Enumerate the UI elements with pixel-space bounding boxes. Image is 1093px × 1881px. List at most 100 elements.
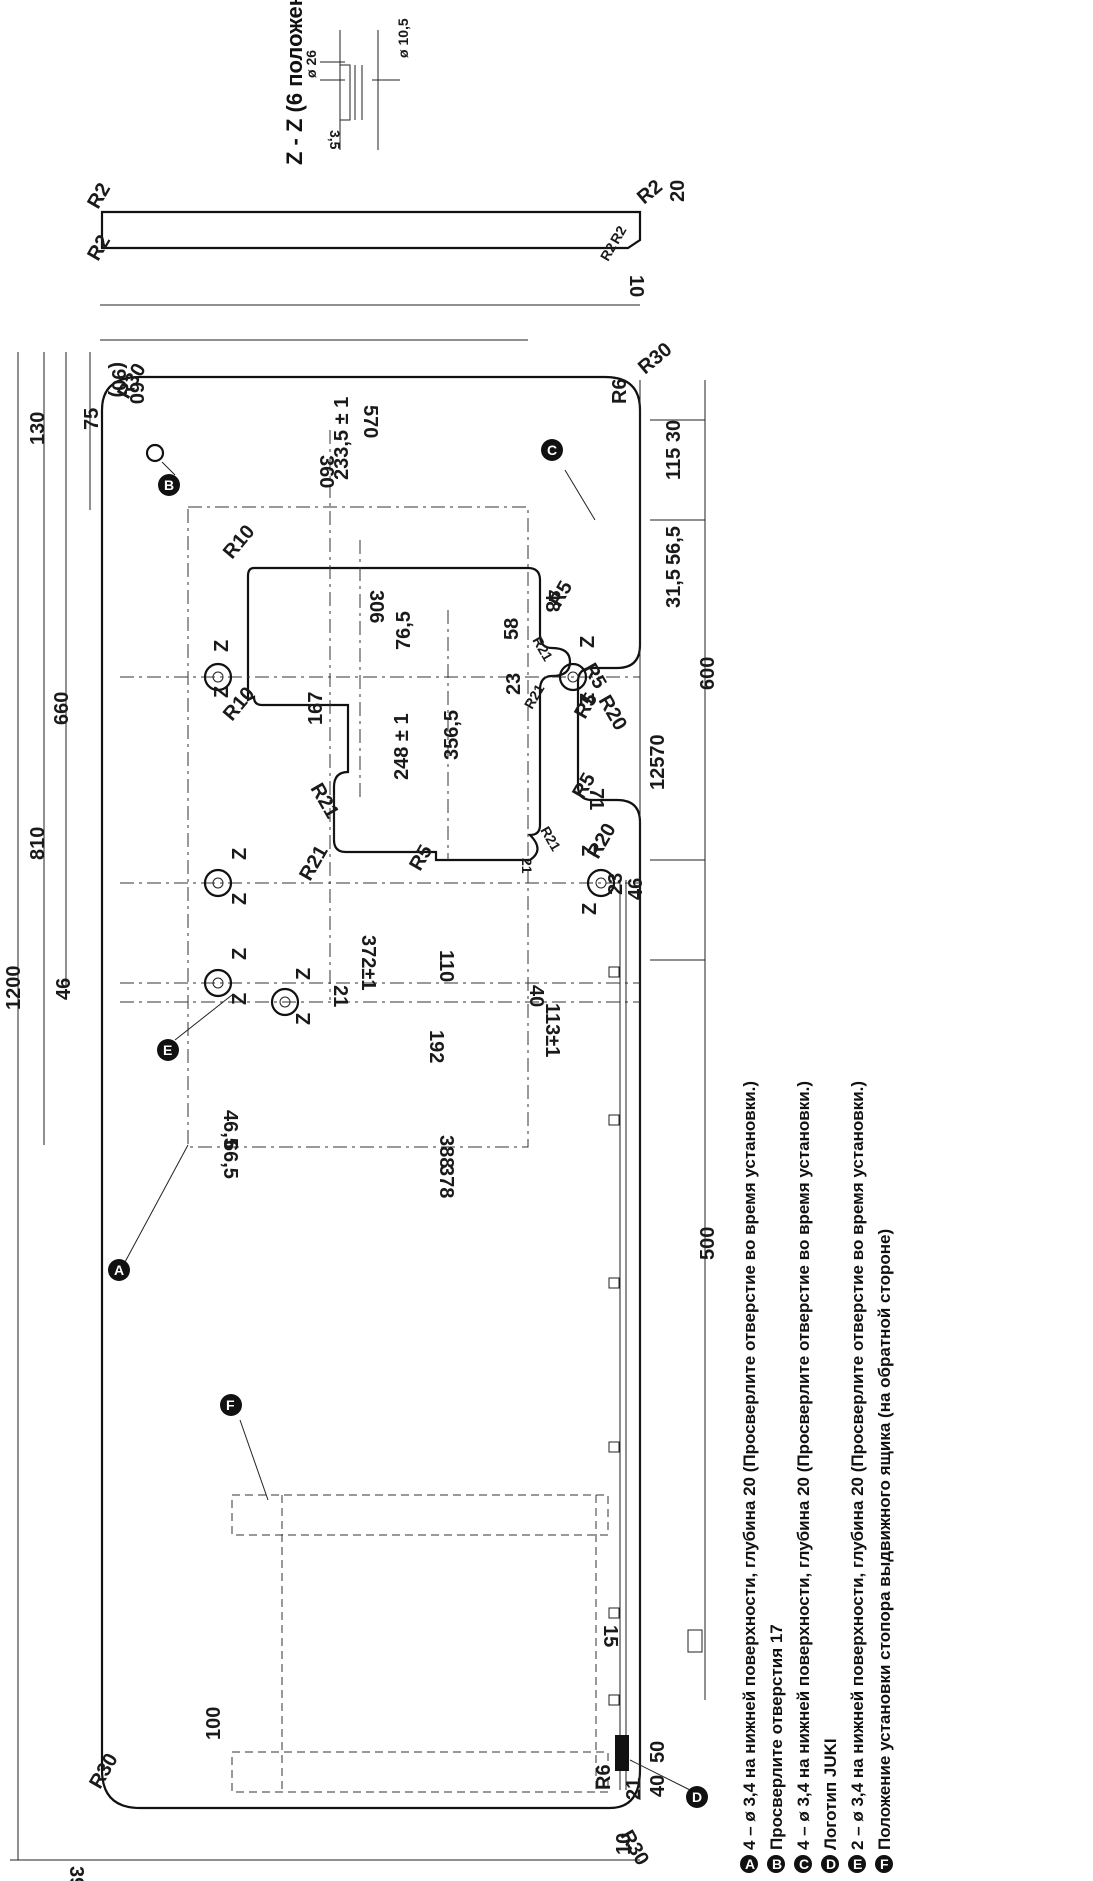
dim-306: 306 xyxy=(365,590,387,623)
svg-text:D: D xyxy=(692,1789,702,1805)
dim-75: 75 xyxy=(81,408,103,430)
svg-text:Z: Z xyxy=(579,903,601,915)
legend-item-b: B Просверлите отверстия 17 xyxy=(767,1624,786,1873)
svg-text:Z: Z xyxy=(229,848,251,860)
svg-text:4 – ø 3,4 на нижней поверхност: 4 – ø 3,4 на нижней поверхности, глубина… xyxy=(740,1081,759,1850)
dim-71: 71 xyxy=(585,788,607,810)
radius-r21-a: R21 xyxy=(306,780,343,823)
svg-text:Просверлите отверстия 17: Просверлите отверстия 17 xyxy=(767,1624,786,1850)
dim-360: 360 xyxy=(315,455,337,488)
legend-item-e: E 2 – ø 3,4 на нижней поверхности, глуби… xyxy=(848,1081,867,1873)
svg-text:B: B xyxy=(772,1856,782,1872)
svg-text:Положение установки стопора вы: Положение установки стопора выдвижного я… xyxy=(875,1229,894,1850)
dimension-lines xyxy=(10,304,706,1861)
svg-text:Z: Z xyxy=(211,640,233,652)
slide-rail xyxy=(608,880,627,1790)
legend-item-c: C 4 – ø 3,4 на нижней поверхности, глуби… xyxy=(794,1081,813,1873)
radius-r6-tr: R6 xyxy=(609,378,631,404)
svg-text:A: A xyxy=(114,1262,124,1278)
radius-r30-bl: R30 xyxy=(85,1750,122,1793)
center-ref-rect xyxy=(187,506,529,1148)
svg-text:C: C xyxy=(799,1856,809,1872)
dim-10b: 10 xyxy=(625,275,647,297)
svg-text:D: D xyxy=(826,1856,836,1872)
legend-item-f: F Положение установки стопора выдвижного… xyxy=(875,1229,894,1873)
svg-text:Z: Z xyxy=(577,636,599,648)
dim-21b: 21 xyxy=(329,985,351,1007)
legend-item-a: A 4 – ø 3,4 на нижней поверхности, глуби… xyxy=(740,1081,759,1873)
hole-z3 xyxy=(203,968,233,998)
dim-76-5: 76,5 xyxy=(393,611,415,650)
dim-56-5: 56,5 xyxy=(663,526,685,565)
hole-b xyxy=(145,443,165,463)
svg-text:Z: Z xyxy=(293,1013,315,1025)
svg-text:E: E xyxy=(163,1042,172,1058)
dim-60: 60 xyxy=(125,382,147,404)
dim-46: 46 xyxy=(53,978,75,1000)
dim-46-5: 46,5 xyxy=(219,1110,241,1149)
dim-390: 390 xyxy=(65,1866,87,1881)
dim-248: 248 ± 1 xyxy=(391,713,413,780)
svg-text:Z: Z xyxy=(579,845,601,857)
svg-text:4 – ø 3,4 на нижней поверхност: 4 – ø 3,4 на нижней поверхности, глубина… xyxy=(794,1081,813,1850)
dim-10: 10 xyxy=(613,1833,635,1855)
callout-c: C xyxy=(541,439,563,461)
hole-z6 xyxy=(586,868,616,898)
radius-r20-a: R20 xyxy=(594,692,631,735)
hole-z4 xyxy=(270,987,300,1017)
radius-r2-c: R2 xyxy=(633,176,667,209)
radius-r5-b: R5 xyxy=(579,660,611,693)
svg-text:F: F xyxy=(226,1397,235,1413)
radius-r2-a: R2 xyxy=(83,179,115,212)
legend: A 4 – ø 3,4 на нижней поверхности, глуби… xyxy=(740,1081,894,1873)
dim-110: 110 xyxy=(435,950,457,982)
section-depth: 3,5 xyxy=(327,130,343,150)
radius-r5-e: R5 xyxy=(405,841,437,874)
dim-660: 660 xyxy=(51,692,73,725)
dim-378: 378 xyxy=(435,1165,457,1198)
callout-d: D xyxy=(686,1786,708,1808)
section-title: Z - Z (6 положений) xyxy=(282,0,307,165)
center-cutout xyxy=(246,566,572,862)
dim-46b: 46 xyxy=(625,878,647,900)
radius-r21-e: R21 xyxy=(537,824,564,854)
dim-21: 21 xyxy=(623,1778,645,1800)
svg-text:Z: Z xyxy=(211,686,233,698)
svg-text:2 – ø 3,4 на нижней поверхност: 2 – ø 3,4 на нижней поверхности, глубина… xyxy=(848,1081,867,1850)
radius-r2-e: R2 xyxy=(597,240,620,264)
section-d26: ø 26 xyxy=(303,50,319,78)
svg-text:F: F xyxy=(880,1856,889,1872)
dim-15: 15 xyxy=(599,1625,621,1647)
svg-text:E: E xyxy=(853,1856,862,1872)
dim-500: 500 xyxy=(697,1227,719,1260)
svg-text:Логотип JUKI: Логотип JUKI xyxy=(821,1738,840,1850)
dim-356-5: 356,5 xyxy=(441,710,463,760)
hole-z2 xyxy=(203,868,233,898)
dim-167: 167 xyxy=(305,692,327,725)
drawer-ref-top xyxy=(231,1494,609,1536)
svg-text:Z: Z xyxy=(229,948,251,960)
dim-600: 600 xyxy=(697,657,719,690)
legend-item-d: D Логотип JUKI xyxy=(821,1738,840,1873)
hole-z1 xyxy=(203,662,233,692)
drawer-ref-bottom xyxy=(231,1751,609,1793)
radius-r21-c: R21 xyxy=(529,634,556,664)
callout-a: A xyxy=(108,1259,130,1281)
svg-text:Z: Z xyxy=(577,693,599,705)
svg-text:Z: Z xyxy=(293,968,315,980)
dim-20: 20 xyxy=(667,180,689,202)
radius-r2-b: R2 xyxy=(83,231,115,264)
radius-21-small: 21 xyxy=(519,858,535,874)
dim-12570: 12570 xyxy=(647,734,669,790)
callout-e: E xyxy=(157,1039,179,1061)
dim-58: 58 xyxy=(501,618,523,640)
svg-text:Z: Z xyxy=(229,893,251,905)
callout-b: B xyxy=(158,474,180,496)
section-zz xyxy=(320,30,400,150)
svg-text:B: B xyxy=(164,477,174,493)
dim-192: 192 xyxy=(425,1030,447,1063)
section-d10-5: ø 10,5 xyxy=(395,18,411,58)
dim-113: 113±1 xyxy=(541,1003,563,1057)
dim-66-5: 66,5 xyxy=(219,1140,241,1179)
